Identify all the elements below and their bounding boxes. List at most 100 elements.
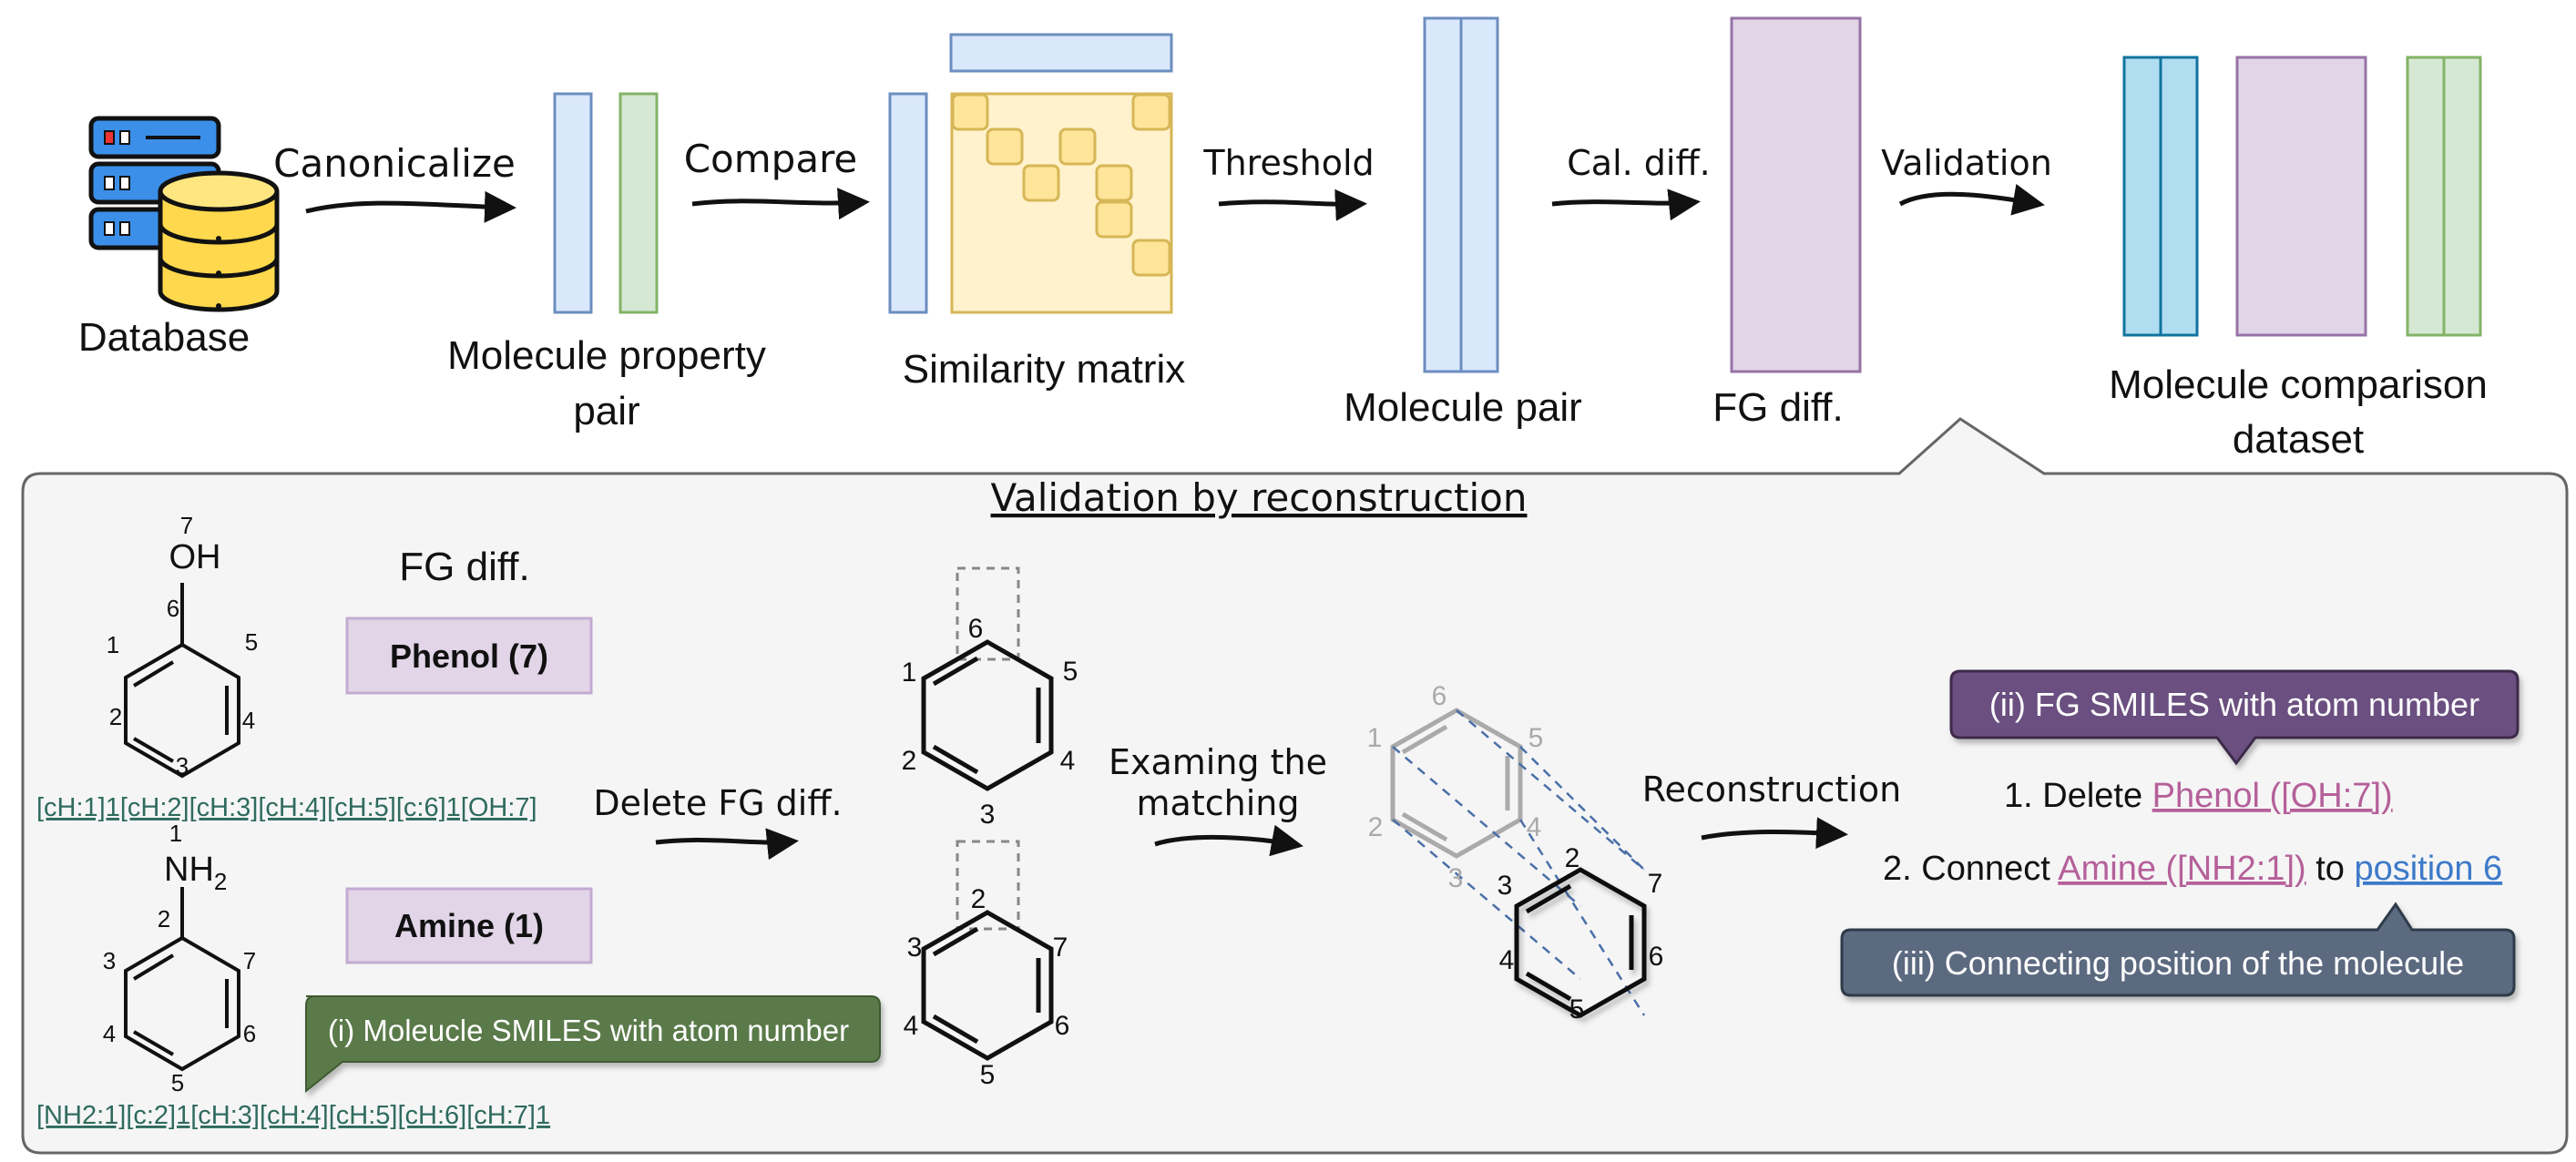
molecule-pair-bar-2	[1459, 16, 1499, 373]
arrow-threshold	[1218, 189, 1367, 221]
atom-number: 7	[1648, 869, 1663, 899]
nh2-group-label: NH2	[164, 851, 227, 895]
matrix-cells	[951, 93, 1171, 277]
atom-number: 6	[1432, 681, 1447, 711]
atom-number: 5	[1569, 994, 1585, 1024]
matrix-left-bar	[888, 92, 928, 314]
atom-number: 3	[907, 933, 923, 963]
atom-number: 6	[167, 595, 179, 622]
similarity-matrix-label: Similarity matrix	[903, 347, 1185, 392]
middle-top-ring	[921, 639, 1054, 791]
overlay-front-numbers: 2 3 7 4 6 5	[1498, 843, 1664, 1024]
atom-number: 3	[176, 752, 189, 780]
canonicalize-label: Canonicalize	[273, 141, 516, 186]
threshold-label: Threshold	[1202, 143, 1374, 183]
atom-number: 2	[158, 905, 170, 933]
dataset-label-line1: Molecule comparison	[2109, 362, 2488, 407]
callout-i	[305, 995, 881, 1094]
atom-number: 6	[1055, 1011, 1070, 1041]
atom-number: 4	[1060, 746, 1076, 776]
atom-number: 4	[1499, 945, 1515, 975]
atom-number: 7	[180, 512, 193, 539]
phenol-fg-box	[345, 617, 593, 695]
callout-iii-text: (iii) Connecting position of the molecul…	[1892, 944, 2464, 982]
instruction-1: 1. Delete Phenol ([OH:7])	[2004, 777, 2393, 815]
molecule-pair-label: Molecule pair	[1344, 385, 1582, 430]
callout-ii	[1949, 669, 2520, 766]
amine-fg-box	[345, 887, 593, 964]
atom-number: 5	[1528, 723, 1544, 753]
middle-bottom-ring	[921, 910, 1054, 1061]
arrow-examine	[1154, 824, 1303, 857]
property-bar-blue	[553, 92, 593, 314]
reconstruction-step-label: Reconstruction	[1642, 770, 1901, 810]
atom-number: 1	[902, 657, 917, 688]
arrow-compare	[691, 188, 870, 220]
arrow-reconstruction	[1701, 817, 1848, 850]
matrix-top-bar	[949, 33, 1173, 73]
atom-number: 3	[103, 947, 116, 974]
arrow-delete	[655, 828, 799, 861]
validation-title: Validation by reconstruction	[991, 475, 1528, 520]
callout-ii-text: (ii) FG SMILES with atom number	[1989, 686, 2479, 723]
atom-number: 3	[1498, 871, 1513, 901]
atom-number: 6	[1649, 942, 1664, 972]
atom-number: 5	[1063, 657, 1078, 687]
amine-smiles: [NH2:1][c:2]1[cH:3][cH:4][cH:5][cH:6][cH…	[36, 1101, 550, 1130]
atom-number: 4	[103, 1020, 116, 1047]
property-bar-green	[618, 92, 659, 314]
molecule-pair-bar-1	[1423, 16, 1463, 373]
atom-number: 3	[980, 800, 996, 830]
fg-diff-heading: FG diff.	[399, 545, 529, 589]
callout-i-text: (i) Moleucle SMILES with atom number	[328, 1014, 849, 1047]
dataset-bar-green-2	[2442, 56, 2482, 337]
atom-number: 5	[245, 628, 258, 656]
oh-group-label: OH	[169, 538, 221, 576]
atom-number: 4	[242, 707, 255, 734]
fg-diff-label: FG diff.	[1712, 385, 1843, 430]
top-ring-dashed-box	[956, 566, 1020, 661]
dataset-label-line2: dataset	[2233, 417, 2364, 462]
arrow-canonicalize	[305, 190, 516, 223]
validation-label: Validation	[1881, 143, 2052, 183]
dataset-bar-green-1	[2406, 56, 2446, 337]
bottom-ring-dashed-box	[956, 840, 1020, 931]
cylinder-icon	[158, 170, 280, 312]
arrow-cal-diff	[1551, 189, 1701, 221]
amine-fg-label: Amine (1)	[394, 907, 544, 944]
atom-number: 4	[904, 1011, 919, 1041]
atom-number: 7	[243, 947, 256, 974]
atom-number: 4	[1527, 812, 1542, 842]
dataset-bar-teal-2	[2159, 56, 2199, 337]
examine-step-line2: matching	[1137, 783, 1300, 823]
phenol-fg-label: Phenol (7)	[390, 637, 548, 675]
database-icon	[88, 116, 280, 312]
aniline-structure	[124, 887, 240, 1072]
property-pair-label-line2: pair	[573, 389, 639, 433]
dataset-box-purple	[2235, 56, 2367, 337]
examine-step-line1: Examing the	[1109, 742, 1327, 782]
atom-number: 1	[169, 820, 182, 847]
delete-step-label: Delete FG diff.	[593, 783, 842, 823]
phenol-structure	[124, 583, 240, 779]
callout-iii	[1840, 902, 2516, 997]
atom-number: 3	[1448, 863, 1464, 893]
property-pair-label-line1: Molecule property	[447, 333, 766, 378]
atom-number: 2	[971, 884, 986, 914]
atom-number: 6	[243, 1020, 256, 1047]
arrow-validation	[1898, 183, 2045, 216]
atom-number: 5	[980, 1060, 996, 1090]
atom-number: 1	[1367, 723, 1383, 753]
atom-number: 2	[1565, 843, 1580, 873]
overlay-front-ring	[1514, 867, 1647, 1018]
atom-number: 6	[968, 614, 984, 644]
dataset-bar-teal-1	[2122, 56, 2162, 337]
phenol-smiles: [cH:1]1[cH:2][cH:3][cH:4][cH:5][c:6]1[OH…	[36, 793, 537, 822]
instruction-2: 2. Connect Amine ([NH2:1]) to position 6	[1883, 850, 2502, 888]
